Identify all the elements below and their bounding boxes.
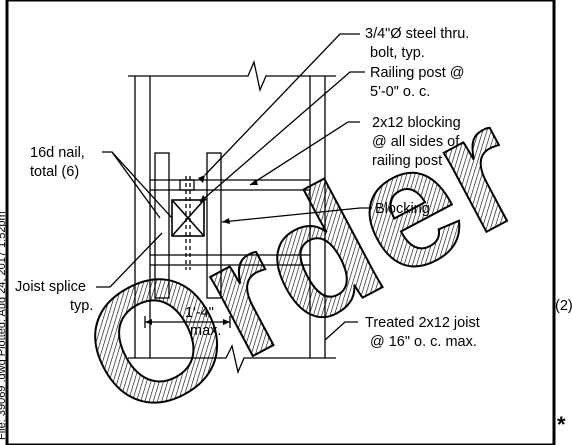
splice-leader xyxy=(96,232,163,288)
arrow-blocking-label xyxy=(222,218,230,224)
arrowheads xyxy=(145,175,258,325)
joist-callout-line1: Treated 2x12 joist xyxy=(365,315,480,331)
nail-leader-1 xyxy=(102,151,161,219)
post-leader xyxy=(199,71,365,203)
post-callout-line1: Railing post @ xyxy=(370,65,465,81)
blocking-callout-line2: @ all sides of xyxy=(372,134,460,150)
splice-plate-left xyxy=(154,152,170,299)
break-line-top xyxy=(128,59,336,93)
arrow-post xyxy=(200,195,207,202)
order-watermark-text: Order xyxy=(54,71,552,445)
nail-callout-line2: total (6) xyxy=(30,164,79,180)
order-watermark: Order xyxy=(53,70,553,445)
bolt-leader xyxy=(204,33,360,176)
splice-callout-line2: typ. xyxy=(70,298,93,314)
asterisk-mark: * xyxy=(557,412,566,437)
post-callout-line2: 5'-0" o. c. xyxy=(370,84,430,100)
joist-callout-line2: @ 16" o. c. max. xyxy=(370,334,477,350)
blocking-callout-line1: 2x12 blocking xyxy=(372,115,461,131)
blocking-callout-line3: railing post xyxy=(372,153,442,169)
plot-info-text: File: 39069 .dwg Plotted: Aug 24, 2017 1… xyxy=(0,211,8,440)
arrow-blocking xyxy=(250,179,258,185)
side-note: (2) xyxy=(555,298,572,314)
arrow-bolt xyxy=(198,175,205,183)
splice-plate-right xyxy=(206,152,222,299)
post-x-2 xyxy=(171,199,205,237)
nail-leader-2 xyxy=(111,151,173,219)
arrow-dim-right xyxy=(223,319,230,325)
bolt-head xyxy=(179,179,195,191)
blocking-label: Blocking xyxy=(375,201,430,217)
bolt-callout-line1: 3/4"Ø steel thru. xyxy=(365,26,469,42)
blocking-label-leader xyxy=(221,207,372,223)
dimension-value: 1'-4" xyxy=(185,305,214,321)
nail-callout-line1: 16d nail, xyxy=(30,145,85,161)
blocking-leader xyxy=(249,121,360,186)
bolt-callout-line2: bolt, typ. xyxy=(370,45,425,61)
break-line-bottom xyxy=(128,344,336,375)
dimension-max: max. xyxy=(190,323,221,339)
splice-callout-line1: Joist splice xyxy=(15,279,86,295)
joist-leader xyxy=(324,321,358,341)
arrow-dim-left xyxy=(145,319,152,325)
